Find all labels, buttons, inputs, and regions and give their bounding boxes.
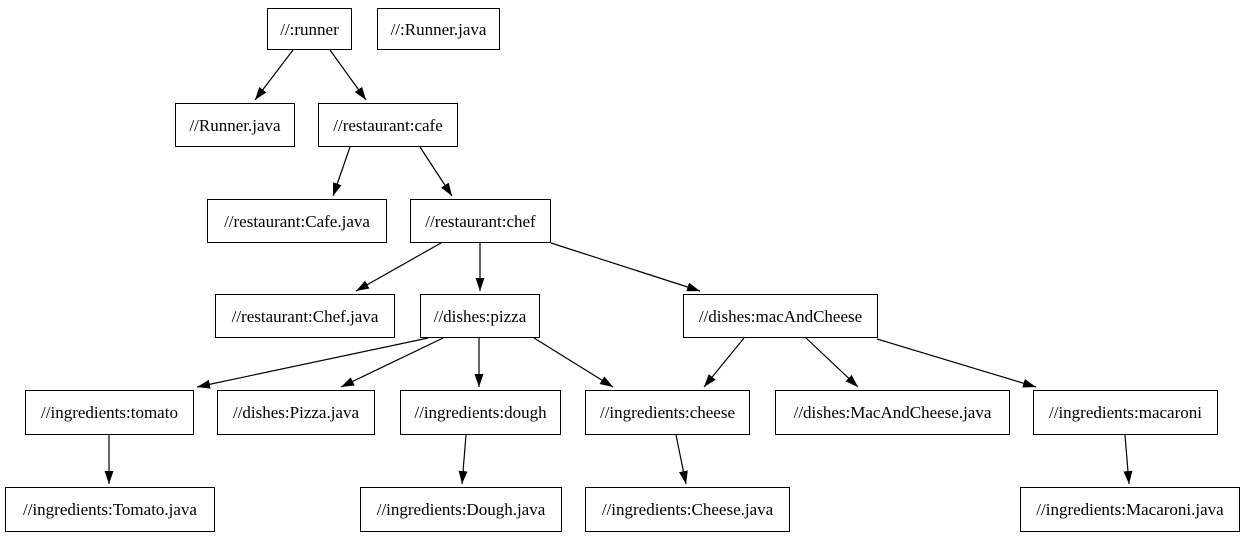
node-cheese-java: //ingredients:Cheese.java bbox=[585, 487, 790, 532]
node-label-pizza-java: //dishes:Pizza.java bbox=[232, 403, 360, 422]
edge-chef-to-mac-and-cheese bbox=[550, 242, 701, 292]
node-cafe-java: //restaurant:Cafe.java bbox=[207, 199, 387, 243]
node-tomato-java: //ingredients:Tomato.java bbox=[5, 487, 215, 532]
node-label-chef-java: //restaurant:Chef.java bbox=[231, 306, 379, 326]
edge-runner-to-cafe bbox=[329, 49, 367, 101]
node-mac-and-cheese: //dishes:macAndCheese bbox=[683, 294, 878, 338]
node-label-chef: //restaurant:chef bbox=[425, 211, 536, 231]
edge-mac-and-cheese-to-macaroni bbox=[876, 338, 1037, 388]
edges-group bbox=[104, 49, 1133, 485]
node-label-cheese: //ingredients:cheese bbox=[599, 403, 735, 422]
node-macaroni-java: //ingredients:Macaroni.java bbox=[1020, 487, 1240, 532]
node-runner-java: //Runner.java bbox=[175, 103, 295, 147]
edge-pizza-to-cheese bbox=[533, 337, 614, 388]
edge-runner-to-runner-java bbox=[254, 49, 294, 101]
edge-mac-and-cheese-to-cheese bbox=[703, 337, 745, 388]
edge-cafe-to-chef bbox=[419, 146, 453, 197]
node-chef-java: //restaurant:Chef.java bbox=[215, 294, 395, 338]
node-label-mac-and-cheese-java: //dishes:MacAndCheese.java bbox=[793, 403, 992, 422]
node-cafe: //restaurant:cafe bbox=[318, 103, 458, 147]
edge-macaroni-to-macaroni-java bbox=[1123, 434, 1133, 485]
edge-cheese-to-cheese-java bbox=[675, 434, 688, 485]
node-chef: //restaurant:chef bbox=[410, 199, 551, 243]
node-label-runner: //:runner bbox=[280, 19, 339, 39]
node-label-cheese-java: //ingredients:Cheese.java bbox=[601, 500, 774, 519]
node-label-cafe: //restaurant:cafe bbox=[333, 115, 443, 135]
node-pizza-java: //dishes:Pizza.java bbox=[217, 390, 375, 435]
edge-mac-and-cheese-to-mac-and-cheese-java bbox=[805, 337, 859, 388]
edge-pizza-to-tomato bbox=[196, 337, 429, 389]
edge-cafe-to-cafe-java bbox=[332, 146, 351, 197]
node-label-dough: //ingredients:dough bbox=[414, 403, 547, 422]
node-runner: //:runner bbox=[267, 8, 352, 50]
node-dough: //ingredients:dough bbox=[400, 390, 561, 435]
node-label-mac-and-cheese: //dishes:macAndCheese bbox=[698, 306, 863, 326]
node-label-runner-java-file: //:Runner.java bbox=[390, 19, 487, 39]
node-label-cafe-java: //restaurant:Cafe.java bbox=[224, 211, 370, 231]
node-label-pizza: //dishes:pizza bbox=[433, 306, 527, 326]
node-label-tomato: //ingredients:tomato bbox=[41, 403, 178, 422]
node-label-dough-java: //ingredients:Dough.java bbox=[376, 500, 546, 519]
node-runner-java-file: //:Runner.java bbox=[377, 8, 500, 50]
edge-pizza-to-pizza-java bbox=[340, 337, 444, 388]
node-dough-java: //ingredients:Dough.java bbox=[360, 487, 562, 532]
node-pizza: //dishes:pizza bbox=[420, 294, 540, 338]
node-tomato: //ingredients:tomato bbox=[25, 390, 194, 435]
node-label-macaroni: //ingredients:macaroni bbox=[1049, 403, 1202, 422]
node-label-tomato-java: //ingredients:Tomato.java bbox=[23, 500, 197, 519]
node-cheese: //ingredients:cheese bbox=[585, 390, 750, 435]
node-macaroni: //ingredients:macaroni bbox=[1033, 390, 1218, 435]
node-label-macaroni-java: //ingredients:Macaroni.java bbox=[1036, 500, 1224, 519]
edge-dough-to-dough-java bbox=[458, 434, 468, 485]
edge-chef-to-chef-java bbox=[355, 242, 442, 292]
node-mac-and-cheese-java: //dishes:MacAndCheese.java bbox=[775, 390, 1010, 435]
node-label-runner-java: //Runner.java bbox=[189, 115, 281, 135]
